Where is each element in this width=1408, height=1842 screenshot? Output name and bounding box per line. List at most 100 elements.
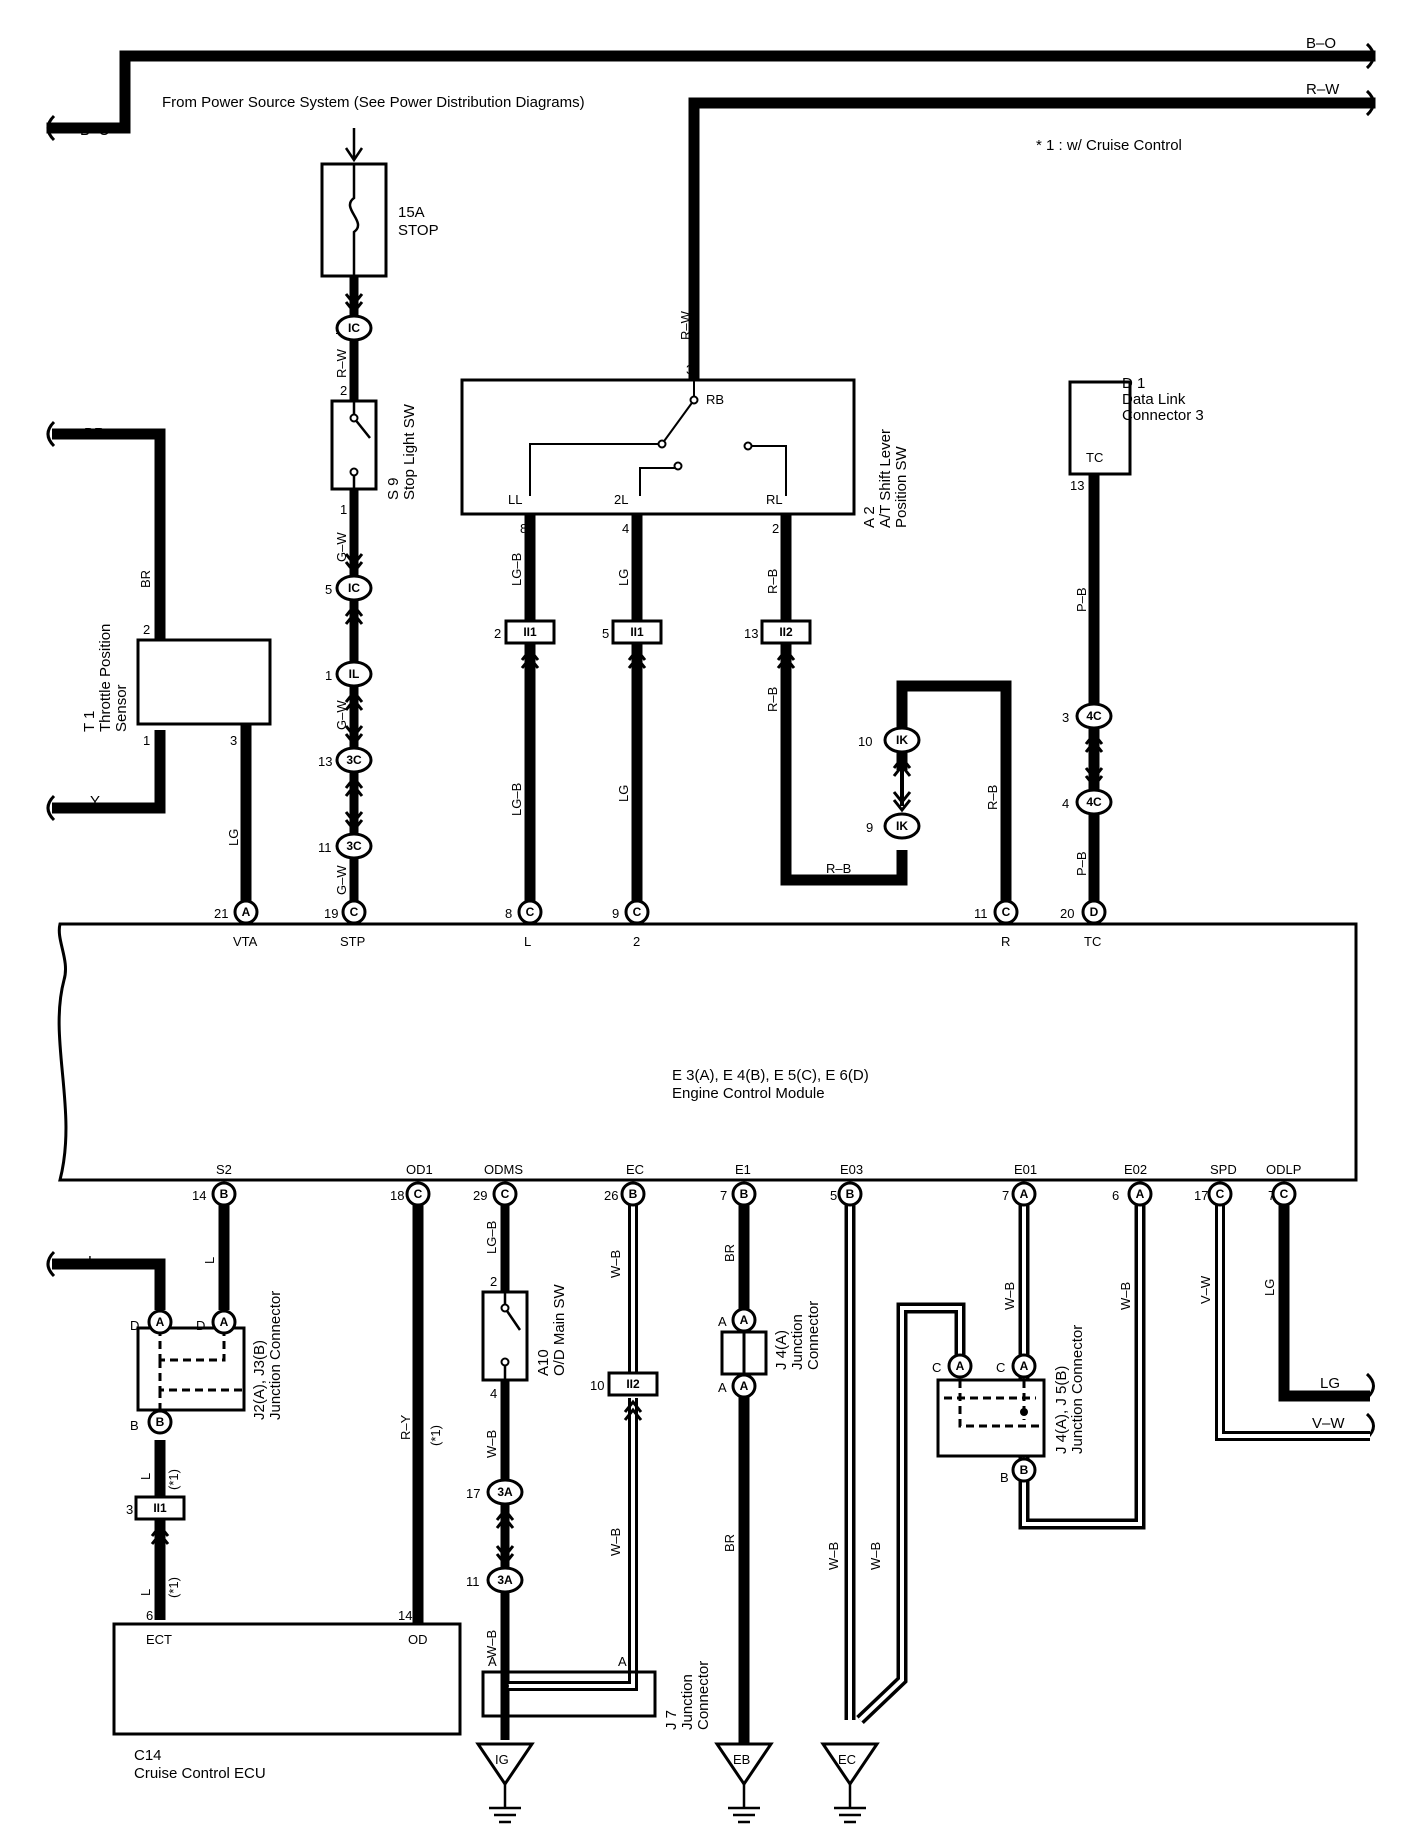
connector-3c-label: 3C <box>346 753 362 767</box>
connector-ik: IK <box>883 812 921 840</box>
pin-4: 4 <box>490 1386 497 1401</box>
data-link-connector <box>1068 380 1132 476</box>
wire-label-lg-b: LG–B <box>509 783 524 816</box>
terminal-ec: EC <box>626 1162 644 1177</box>
stop-light-sw-name: Stop Light SW <box>401 403 418 500</box>
ecm-pin-c-label: C <box>1002 905 1011 919</box>
connector-arrow-icon <box>1084 731 1104 753</box>
connector-arrow-icon <box>344 293 364 315</box>
connector-ik: IK <box>883 726 921 754</box>
stop-light-sw-id: S 9 <box>385 477 402 500</box>
wire-label-r-b: R–B <box>826 861 851 876</box>
connector-arrow-icon <box>344 553 364 575</box>
dlc-branch: TC D 1 Data Link Connector 3 13 P–B P–B … <box>1062 375 1204 910</box>
connector-il-label: IL <box>349 667 360 681</box>
connector-4c: 4C <box>1075 702 1113 730</box>
ecm-pin-c: C <box>341 899 367 925</box>
connector-ik-label: IK <box>896 733 908 747</box>
connector-3c: 3C <box>335 746 373 774</box>
odms-branch: A10 O/D Main SW LG–B 2 4 W–B W–B 17 11 W… <box>466 1200 712 1740</box>
ecm-pin-c-label: C <box>414 1187 423 1201</box>
jc-right-name: Junction Connector <box>1069 1325 1086 1454</box>
connector-3a-label: 3A <box>497 1485 513 1499</box>
j7-name: Connector <box>695 1661 712 1730</box>
power-arrow-icon <box>344 128 364 163</box>
ecm-pin-c-label: C <box>501 1187 510 1201</box>
ecm-pin-a-label: A <box>1020 1187 1029 1201</box>
wire-label-v-w: V–W <box>1312 1415 1345 1432</box>
wire-label-p-b: P–B <box>1074 851 1089 876</box>
connector-4c: 4C <box>1075 788 1113 816</box>
wire-label-l: L <box>88 1253 96 1270</box>
connector-arrow-icon <box>892 791 912 813</box>
ecm-pin-c: C <box>405 1181 431 1207</box>
wire-label-lg: LG <box>616 785 631 802</box>
connector-arrow-icon <box>892 755 912 777</box>
ecm-pin-c: C <box>1207 1181 1233 1207</box>
pin-21: 21 <box>214 906 228 921</box>
wire-label-w-b: W–B <box>826 1542 841 1570</box>
ground-label-eb: EB <box>733 1752 750 1767</box>
wire-label-g-w: G–W <box>334 865 349 895</box>
pin-8: 8 <box>520 521 527 536</box>
wire-label-w-b: W–B <box>608 1250 623 1278</box>
ground-ec-icon <box>820 1742 880 1824</box>
pin-10: 10 <box>590 1378 604 1393</box>
stp-branch: 15A STOP S 9 Stop Light SW 14 2 1 5 1 13… <box>318 128 439 910</box>
ecm-pin-b-label: B <box>846 1187 855 1201</box>
dlc-name: Data Link <box>1122 391 1186 408</box>
tps-name: Throttle Position <box>97 624 114 732</box>
connector-arrow-icon <box>495 1545 515 1567</box>
connector-a: A <box>718 1380 727 1395</box>
pin-9: 9 <box>612 906 619 921</box>
connector-c: C <box>996 1360 1005 1375</box>
ecm-pin-c-label: C <box>1280 1187 1289 1201</box>
wire-label-l: L <box>138 1473 153 1480</box>
pin-2: 2 <box>494 626 501 641</box>
wire-label-br: BR <box>84 425 105 442</box>
ecm-pin-c-label: C <box>633 905 642 919</box>
star-note: (*1) <box>166 1577 181 1598</box>
pin-11: 11 <box>466 1574 480 1589</box>
ecm-bottom-pins: 14 18 29 26 7 5 7 6 17 7 <box>192 1188 1275 1203</box>
terminal-2l: 2L <box>614 492 628 507</box>
pin-1: 1 <box>340 502 347 517</box>
pin-17: 17 <box>466 1486 480 1501</box>
pin-1-il: 1 <box>325 668 332 683</box>
jc-pin-a: A <box>1011 1353 1037 1379</box>
connector-arrow-icon <box>344 725 364 747</box>
shift-switch-branch: RB LL 2L RL A 2 A/T Shift Lever Position… <box>460 310 1012 910</box>
junction-connector-j4-j5 <box>936 1378 1046 1458</box>
j4-pin-a: A <box>731 1373 757 1399</box>
terminal-od1: OD1 <box>406 1162 433 1177</box>
jc-pin-a: A <box>147 1309 173 1335</box>
ecm-pin-c: C <box>624 899 650 925</box>
terminal-r: R <box>1001 934 1010 949</box>
ecm-pin-a-label: A <box>242 905 251 919</box>
connector-il: IL <box>335 660 373 688</box>
connector-ii1: II1 <box>134 1495 186 1521</box>
pin-18: 18 <box>390 1188 404 1203</box>
j4-pin-a-label: A <box>740 1313 749 1327</box>
connector-ik-label: IK <box>896 819 908 833</box>
pin-5: 5 <box>325 582 332 597</box>
cruise-control-ecu <box>112 1622 462 1736</box>
wire-label-br: BR <box>722 1534 737 1552</box>
terminal-rl: RL <box>766 492 783 507</box>
j4-id: J 4(A) <box>773 1330 790 1370</box>
jc-pin-a: A <box>947 1353 973 1379</box>
terminal-e01: E01 <box>1014 1162 1037 1177</box>
connector-3a-label: 3A <box>497 1573 513 1587</box>
terminal-e03: E03 <box>840 1162 863 1177</box>
wire-label-lg-b: LG–B <box>484 1221 499 1254</box>
wire-label-r-b: R–B <box>765 569 780 594</box>
star-note: (*1) <box>428 1425 443 1446</box>
ecm-pin-b-label: B <box>220 1187 229 1201</box>
terminal-e02: E02 <box>1124 1162 1147 1177</box>
connector-3c: 3C <box>335 832 373 860</box>
connector-arrow-icon <box>1084 767 1104 789</box>
j4-name: Connector <box>805 1301 822 1370</box>
dlc-id: D 1 <box>1122 375 1145 392</box>
jc-left-name: Junction Connector <box>267 1291 284 1420</box>
ecm-top-terminal-labels: VTA STP L 2 R TC <box>233 934 1101 949</box>
